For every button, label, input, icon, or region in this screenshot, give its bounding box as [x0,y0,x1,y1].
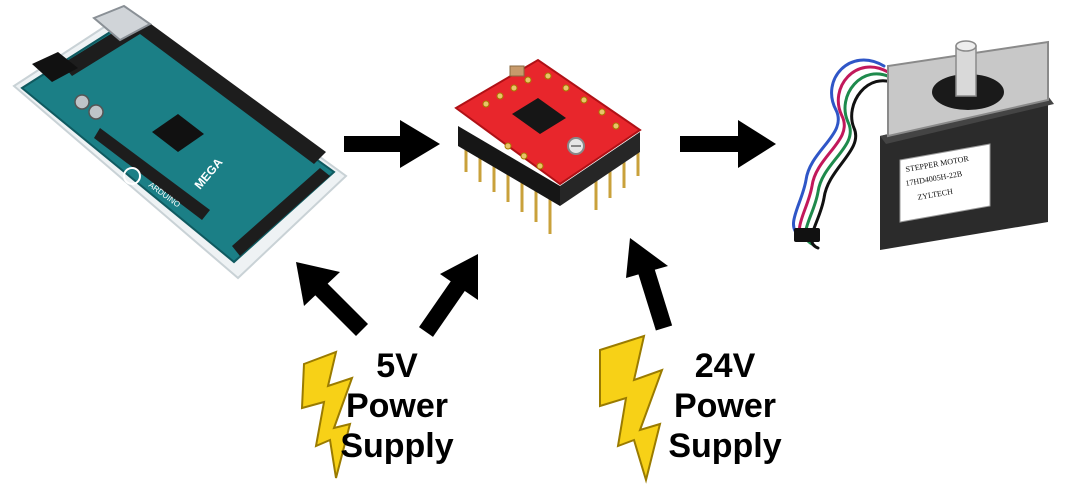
psu-5v-voltage: 5V [322,346,472,386]
psu-5v-label: 5V Power Supply [322,346,472,466]
psu-24v-voltage: 24V [650,346,800,386]
psu-5v-supply: Supply [322,426,472,466]
psu-24v-supply: Supply [650,426,800,466]
arrow-5v-to-arduino [296,262,362,330]
stepper-driver-board-icon [456,60,640,234]
arrow-5v-to-driver [426,254,478,332]
stepper-motor-icon: STEPPER MOTOR 17HD4005H-22B ZYLTECH [793,41,1054,250]
arrow-driver-to-motor [680,120,776,168]
psu-24v-power: Power [650,386,800,426]
psu-24v-label: 24V Power Supply [650,346,800,466]
arrow-24v-to-driver [626,238,668,328]
arduino-mega-board-icon: ARDUINO MEGA [14,6,346,278]
psu-5v-power: Power [322,386,472,426]
arrow-arduino-to-driver [344,120,440,168]
